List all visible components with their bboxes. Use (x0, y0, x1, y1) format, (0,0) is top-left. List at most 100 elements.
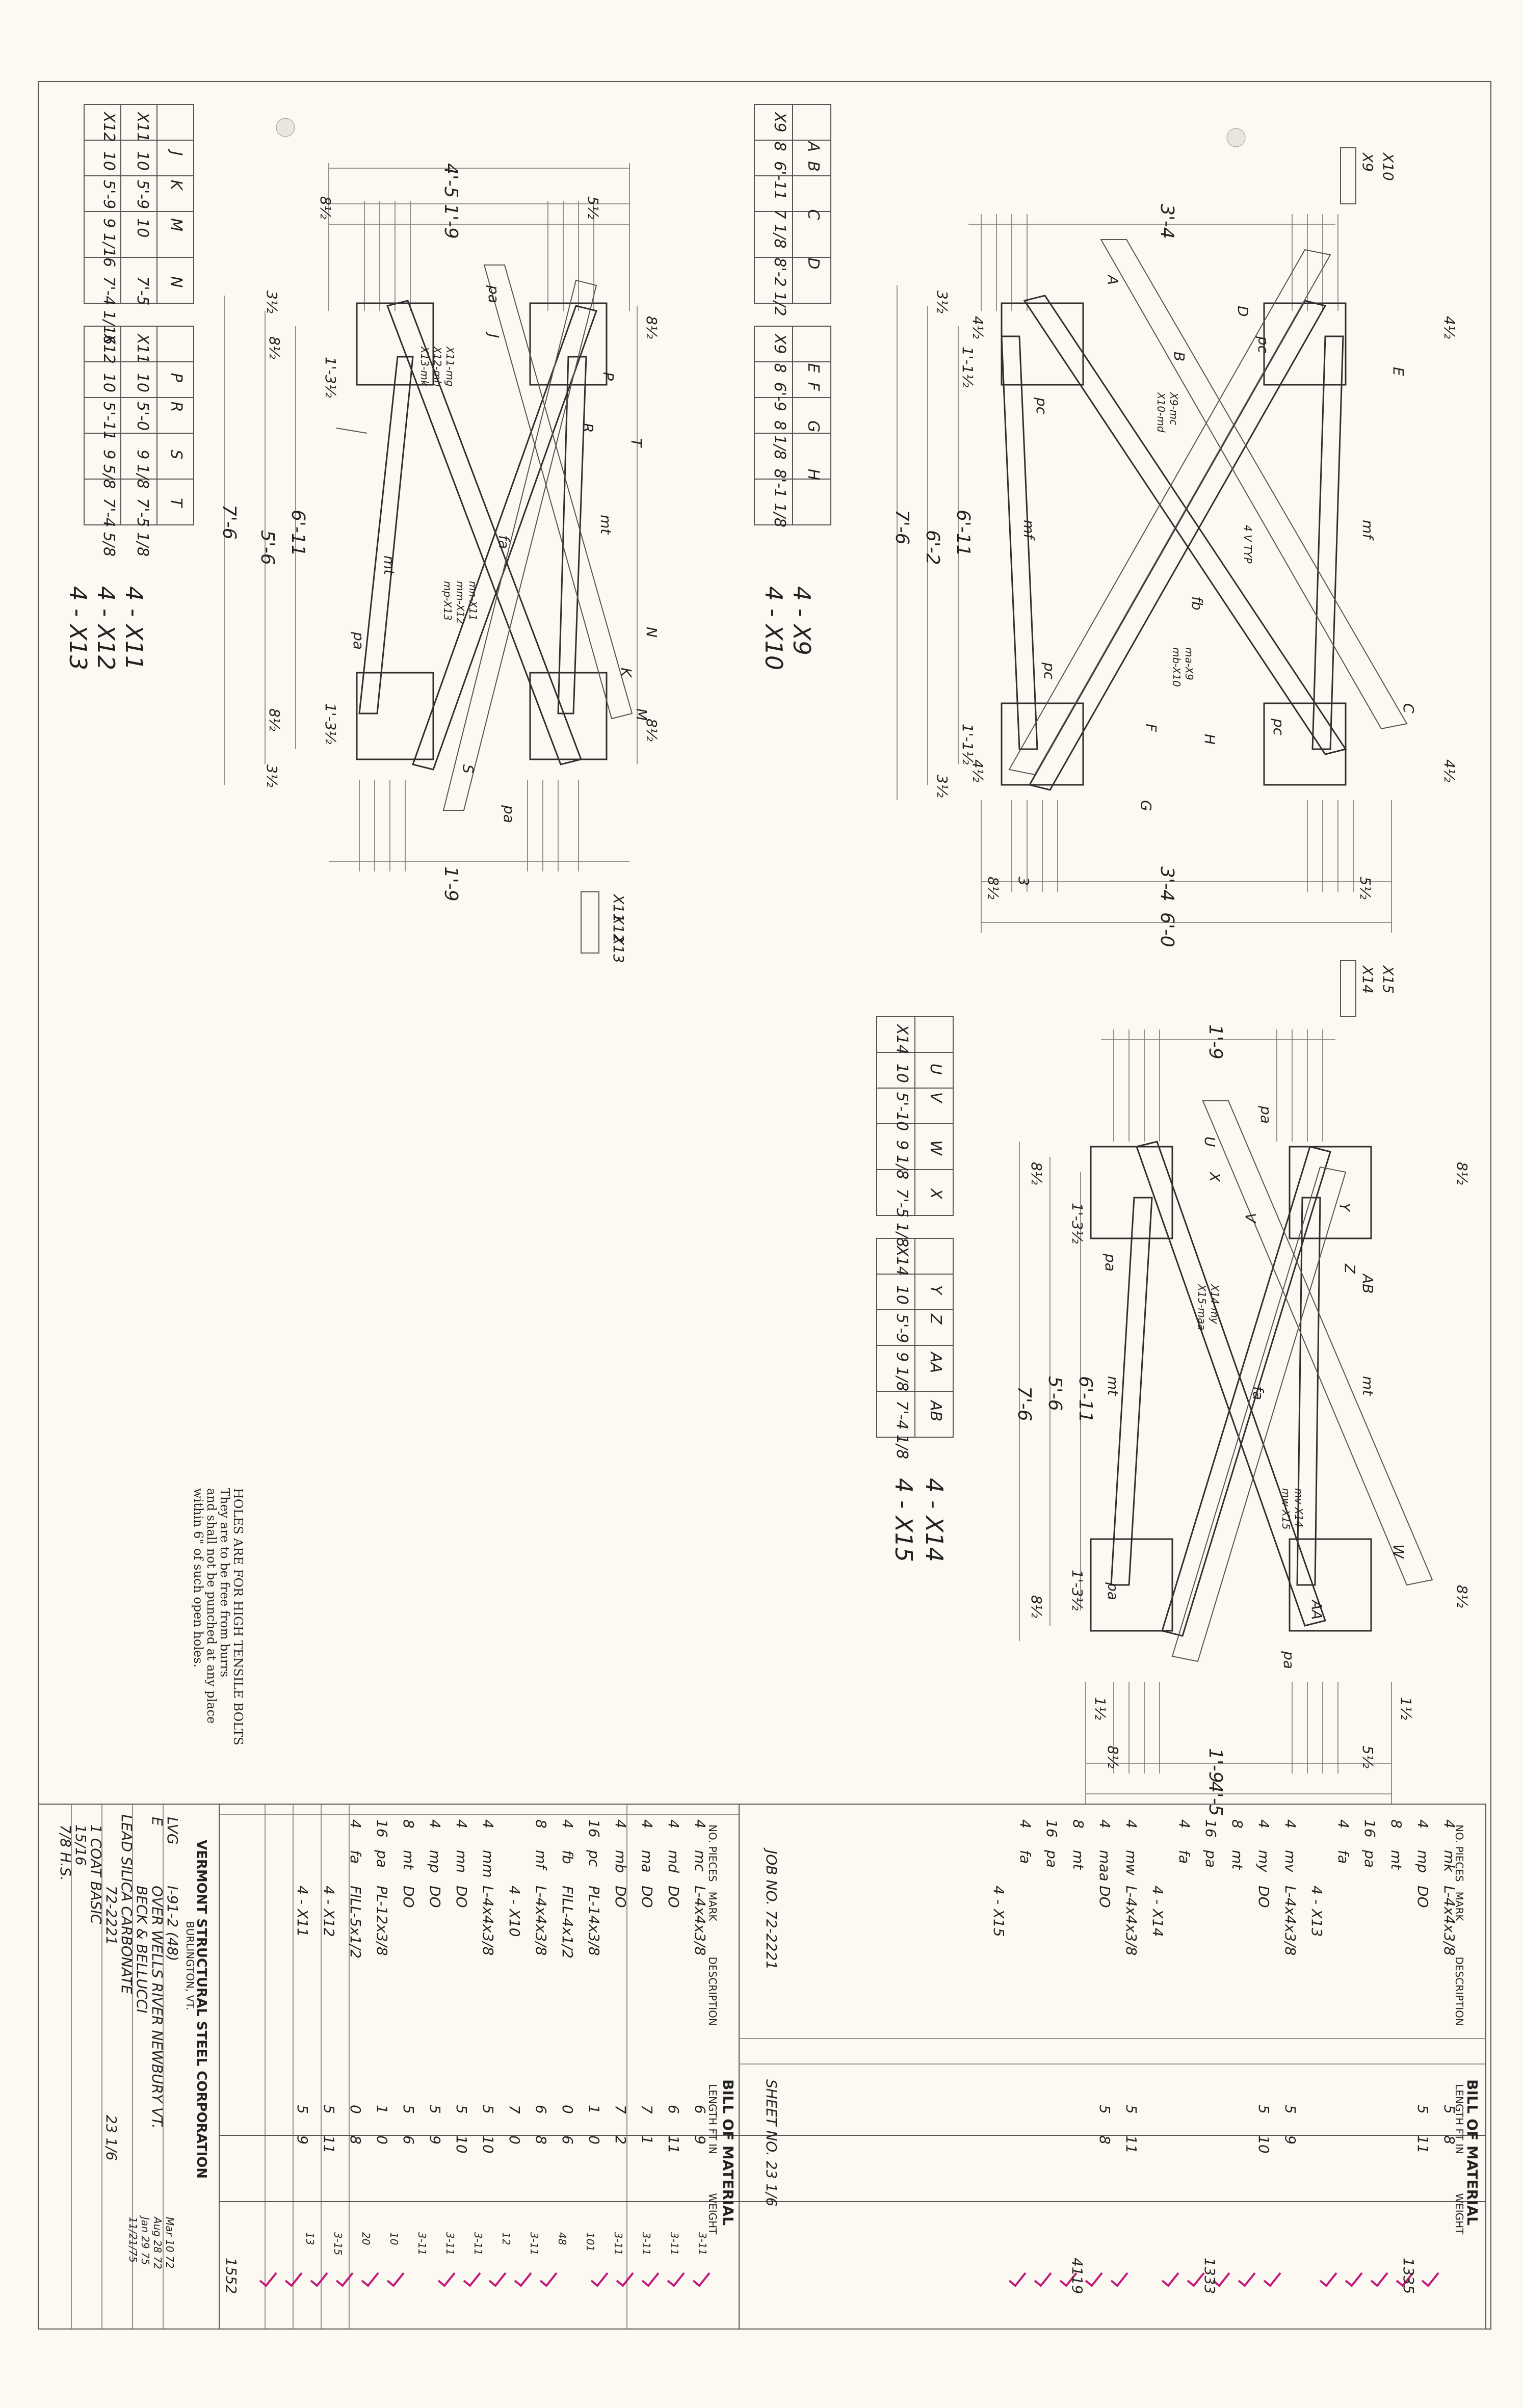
marker-checks (259, 2272, 1439, 2287)
bom-cell: 8 (400, 1819, 417, 1829)
check-mark (1396, 2272, 1414, 2287)
callout: X10-md (1155, 392, 1167, 433)
callout: mt (1105, 1376, 1121, 1396)
mark-label-x10: X10 (1380, 153, 1397, 181)
bom-cell: FILL-5x1/2 (347, 1886, 364, 1959)
callout: W (1390, 1544, 1407, 1558)
callout: pa (350, 632, 367, 650)
table-x9-10-a (754, 104, 831, 304)
dim-d3-inner2: 6'-11 (1075, 1376, 1096, 1423)
bom-cell: 4 (1123, 1819, 1140, 1829)
bom-cell: 11 (665, 2135, 682, 2154)
callout: pa (1105, 1582, 1121, 1600)
mark-label-x15: X15 (1380, 966, 1397, 994)
callout: F (1143, 724, 1160, 732)
bom-cell: 0 (347, 2105, 364, 2114)
check-mark (1187, 2272, 1205, 2287)
titleblock-frame (38, 1804, 220, 2330)
callout: 4 V TYP (1242, 525, 1254, 564)
bom-cell: mf (533, 1850, 549, 1869)
check-mark (590, 2272, 609, 2287)
dim-d1-top: 4'-5 (440, 163, 461, 198)
tb-bolts: 7/8 H.S. (57, 1824, 74, 1881)
check-mark (1263, 2272, 1281, 2287)
callout: mw-X15 (1280, 1488, 1292, 1530)
callout: ma-X9 (1183, 647, 1195, 680)
callout: mt (1359, 1376, 1376, 1396)
bom-cell: 5 (1282, 2105, 1299, 2114)
check-mark (1059, 2272, 1078, 2287)
bom-cell: DO (453, 1886, 470, 1908)
bom-cell: 4 (612, 1819, 629, 1829)
bom-cell: 4 (453, 1819, 470, 1829)
bom-cell: 6 (533, 2105, 549, 2114)
dim-eight: 8½ (317, 196, 334, 219)
bom-cell: 6 (400, 2135, 417, 2145)
callout: AA (1308, 1600, 1325, 1620)
bom-cell: 5 (1096, 2105, 1113, 2114)
bom-weight: 101 (584, 2232, 596, 2252)
table-x14-15-a (876, 1016, 954, 1216)
bom-cell: L-4x4x3/8 (1123, 1886, 1140, 1956)
mark-label-x14: X14 (1359, 966, 1376, 994)
bom-cell: mt (1070, 1850, 1087, 1870)
bom-cell: pa (1202, 1850, 1219, 1868)
bom-cell: 5 (294, 2105, 311, 2114)
callout: pc (1270, 719, 1287, 736)
check-mark (1319, 2272, 1337, 2287)
bom-cell: 5 (1123, 2105, 1140, 2114)
dim-oneh-b: 1½ (1398, 1697, 1414, 1720)
bom-weight: 3-11 (640, 2232, 652, 2256)
title-x13: 4 - X13 (64, 586, 92, 671)
bom-weight: 3-11 (444, 2232, 456, 2256)
callout: J (485, 334, 502, 338)
bom-cell: fa (1335, 1850, 1352, 1864)
dim-eight-j: 8½ (1105, 1745, 1121, 1768)
bom-total: 1552 (223, 2258, 240, 2294)
bom-cell: 4 (1017, 1819, 1034, 1829)
bom-cell: mt (1229, 1850, 1246, 1870)
bom-cell: 8 (1441, 2135, 1458, 2145)
title-x10: 4 - X10 (760, 586, 787, 671)
bom-cell: mn (453, 1850, 470, 1873)
callout: E (1390, 367, 1407, 376)
callout: pc (1033, 398, 1050, 415)
callout: A (1105, 275, 1121, 285)
dim-one12-b: 1'-1½ (959, 724, 976, 765)
table-x11-13-b (84, 326, 194, 525)
tb-sheet: 23 1/6 (103, 2115, 120, 2161)
bom-cell: 2 (612, 2135, 629, 2145)
bom-cell: fa (1176, 1850, 1193, 1864)
check-mark (310, 2272, 328, 2287)
title-x14: 4 - X14 (921, 1478, 948, 1563)
dim-d3-top: 1'-9 (1205, 1024, 1226, 1060)
bom-cell: mk (1441, 1850, 1458, 1872)
bom-cell: 4 - X12 (321, 1886, 337, 1937)
bom-left-job: JOB NO. 72-2221 (763, 1850, 780, 1970)
check-mark (463, 2272, 481, 2287)
bom-cell: 4 (665, 1819, 682, 1829)
callout: pa (501, 805, 517, 823)
bom-cell: L-4x4x3/8 (480, 1886, 496, 1956)
bom-weight: 3-11 (696, 2232, 708, 2256)
bom-cell: 16 (374, 1819, 390, 1838)
tb-drawn: LVG (164, 1817, 181, 1845)
dim-threeh-d: 3½ (934, 775, 951, 798)
callout: mp-X13 (441, 581, 454, 621)
tb-architect: LEAD SILICA CARBONATE (118, 1814, 135, 1994)
dim-d1-bottom: 1'-9 (440, 866, 461, 902)
bom-cell: 8 (1388, 1819, 1405, 1829)
dim-d3-overall: 4'-5 (1205, 1781, 1226, 1816)
callout: pa (1280, 1651, 1297, 1669)
bom-weight: 10 (388, 2232, 400, 2245)
callout: AB (1359, 1274, 1376, 1294)
dim-five-c: 5½ (1357, 877, 1374, 899)
punch-hole (276, 118, 295, 137)
diagram-x9-10 (897, 147, 1408, 933)
bom-weight: 13 (304, 2232, 316, 2245)
bom-cell: 6 (692, 2105, 708, 2114)
bom-cell: 4 (1096, 1819, 1113, 1829)
dim-eight-h: 8½ (1454, 1162, 1471, 1185)
